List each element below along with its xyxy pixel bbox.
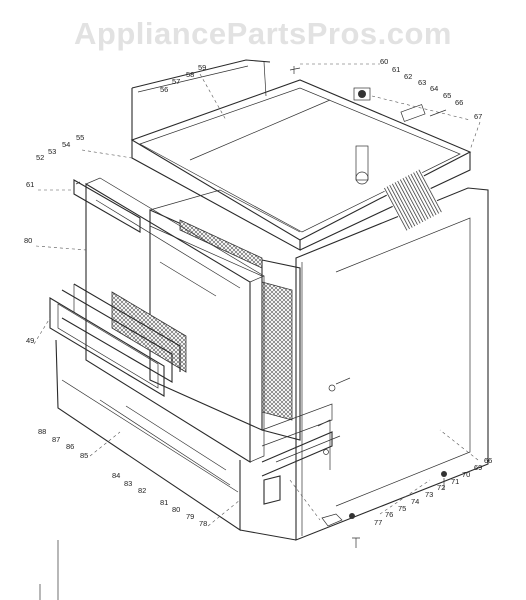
part-label-80: 80 [24, 236, 32, 245]
part-label-86: 86 [66, 442, 74, 451]
part-label-66: 66 [484, 456, 492, 465]
cabinet-front-frame [55, 339, 297, 541]
part-label-76: 76 [385, 510, 393, 519]
door-side-strip [73, 179, 141, 233]
part-number-labels: 52 53 54 55 56 57 58 59 60 61 62 63 64 65 66 67 61 80 49 88… [24, 57, 492, 528]
part-label-77: 77 [374, 518, 382, 527]
part-label-69: 69 [474, 463, 482, 472]
part-label-83: 83 [124, 479, 132, 488]
part-label-88: 88 [38, 427, 46, 436]
part-label-59: 59 [198, 63, 206, 72]
part-label-66: 66 [455, 98, 463, 107]
vent-grille [383, 168, 443, 232]
part-label-53: 53 [48, 147, 56, 156]
part-label-61: 61 [392, 65, 400, 74]
drawer-slides [261, 377, 351, 505]
part-label-61: 61 [26, 180, 34, 189]
part-label-80: 80 [172, 505, 180, 514]
part-label-63: 63 [418, 78, 426, 87]
cabinet-right-panel [295, 187, 489, 541]
part-label-74: 74 [411, 497, 419, 506]
part-label-73: 73 [425, 490, 433, 499]
part-label-55: 55 [76, 133, 84, 142]
part-label-87: 87 [52, 435, 60, 444]
part-label-72: 72 [437, 483, 445, 492]
part-label-75: 75 [398, 504, 406, 513]
part-label-56: 56 [160, 85, 168, 94]
part-label-67: 67 [474, 112, 482, 121]
part-label-84: 84 [112, 471, 120, 480]
part-label-54: 54 [62, 140, 70, 149]
part-label-79: 79 [186, 512, 194, 521]
part-label-82: 82 [138, 486, 146, 495]
part-label-70: 70 [462, 470, 470, 479]
part-label-85: 85 [80, 451, 88, 460]
hardware-upper-right [289, 63, 471, 122]
oven-liner [149, 189, 333, 447]
part-label-49: 49 [26, 336, 34, 345]
part-label-60: 60 [380, 57, 388, 66]
part-label-62: 62 [404, 72, 412, 81]
part-label-58: 58 [186, 70, 194, 79]
part-label-57: 57 [172, 77, 180, 86]
part-label-78: 78 [199, 519, 207, 528]
part-label-71: 71 [451, 477, 459, 486]
part-label-52: 52 [36, 153, 44, 162]
leader-lines [33, 73, 481, 527]
watermark: AppliancePartsPros.com [74, 16, 452, 51]
part-label-81: 81 [160, 498, 168, 507]
rear-panel [131, 59, 271, 140]
screws-lower-right [289, 471, 447, 548]
burner-tube [355, 145, 369, 181]
part-label-64: 64 [430, 84, 438, 93]
top-panel [130, 79, 472, 251]
door-window-mesh [111, 291, 187, 373]
part-label-65: 65 [443, 91, 451, 100]
